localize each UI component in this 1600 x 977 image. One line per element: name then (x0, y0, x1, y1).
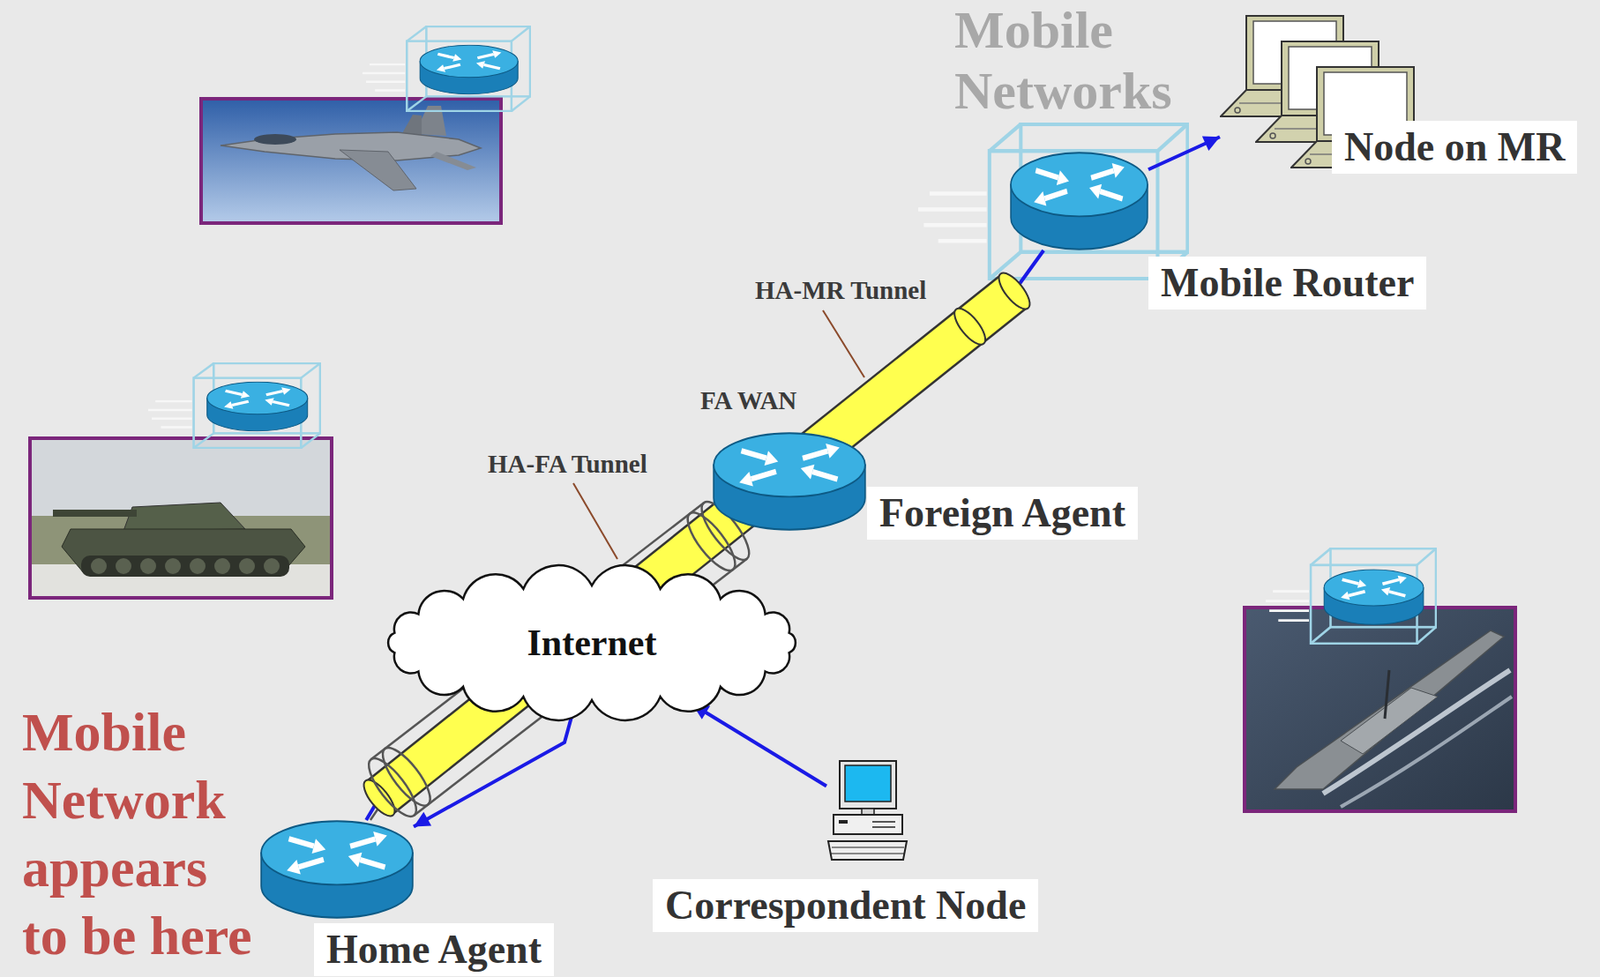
router-icon (1010, 152, 1148, 250)
leader-line (573, 483, 618, 560)
tunnel-label: HA-FA Tunnel (487, 448, 648, 480)
internet-cloud: Internet (372, 566, 812, 720)
correspondent-computer: Correspondent Node (826, 760, 909, 863)
mobile-network-cube (918, 124, 1188, 279)
home-agent-router: Home Agent (260, 820, 414, 920)
connector-line (1148, 136, 1220, 170)
leader-line (822, 310, 865, 378)
router-icon (713, 433, 866, 531)
tank-picture (29, 438, 332, 599)
wan-label: FA WAN (700, 385, 797, 417)
tunnel-ring (360, 752, 424, 823)
cloud-outline (388, 565, 796, 721)
laptop-group: Node on MR (1219, 14, 1419, 169)
tunnel-label: HA-MR Tunnel (755, 275, 927, 307)
flow-arrow (1148, 136, 1220, 170)
flow-arrow (413, 712, 573, 828)
jet-picture (201, 98, 501, 224)
router-shape (712, 432, 867, 531)
tunnel-fill (379, 291, 1015, 799)
tunnel-outline (379, 291, 1015, 799)
computer-shape (826, 760, 909, 863)
tunnel-ring (374, 741, 438, 813)
router-shape (1009, 151, 1149, 251)
node-label: Correspondent Node (652, 879, 1039, 933)
computer-icon (828, 761, 907, 860)
tunnel-ring (949, 303, 991, 350)
connector-line (413, 712, 573, 828)
note-text: Mobile Network appears to be here (22, 698, 261, 971)
ship-picture (1244, 607, 1516, 812)
connector-line (692, 704, 827, 787)
tunnel-ring (358, 775, 401, 822)
node-label: Node on MR (1331, 120, 1578, 174)
router-shape (260, 820, 414, 920)
cloud-text: Internet (527, 621, 658, 665)
node-label: Foreign Agent (867, 486, 1138, 540)
foreign-agent-router: Foreign Agent (712, 432, 867, 531)
node-label: Home Agent (314, 923, 554, 977)
router-cube (362, 26, 531, 112)
router-icon (261, 821, 413, 919)
mobile-router: Mobile Router (1009, 151, 1149, 251)
title-text: Mobile Networks (954, 0, 1219, 122)
flow-arrow (692, 704, 827, 787)
router-cube (1265, 548, 1436, 644)
node-label: Mobile Router (1148, 256, 1427, 310)
router-cube (148, 363, 321, 449)
tunnel-ring (994, 268, 1036, 315)
